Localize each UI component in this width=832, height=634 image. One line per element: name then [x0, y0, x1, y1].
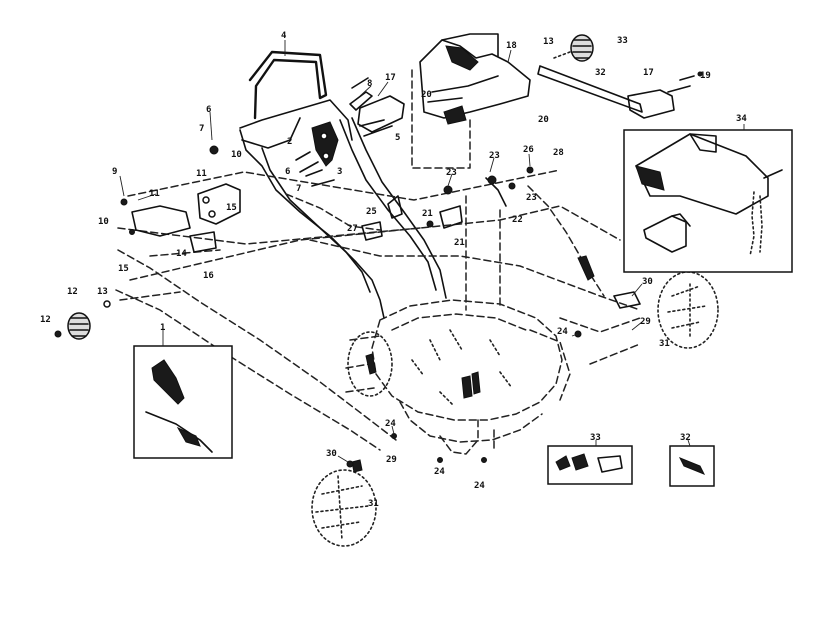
callout-23-b: 23: [446, 168, 457, 178]
callout-7-b: 7: [296, 184, 301, 194]
callout-12-b: 12: [40, 315, 51, 325]
callout-13-left: 13: [97, 287, 108, 297]
drive-gear-left: [54, 300, 111, 340]
height-adjuster-left: [120, 183, 241, 253]
callout-21-a: 21: [422, 209, 433, 219]
callout-1: 1: [160, 323, 165, 333]
callout-14: 14: [176, 249, 187, 259]
callout-23-c: 23: [526, 193, 537, 203]
callout-9: 9: [112, 167, 117, 177]
callout-21-b: 21: [454, 238, 465, 248]
callout-27: 27: [347, 224, 358, 234]
callout-12-a: 12: [67, 287, 78, 297]
rear-wheel-right: [657, 271, 719, 349]
callout-6-mid: 6: [285, 167, 290, 177]
callout-24-a: 24: [557, 327, 568, 337]
callout-31-left: 31: [368, 499, 379, 509]
bail-bracket: [357, 95, 405, 137]
callout-2: 2: [287, 137, 292, 147]
callout-29-right: 29: [640, 317, 651, 327]
callout-24-d: 24: [474, 481, 485, 491]
callout-22: 22: [512, 215, 523, 225]
callout-25: 25: [366, 207, 377, 217]
callout-28: 28: [553, 148, 564, 158]
callout-4: 4: [281, 31, 287, 41]
callout-10-b: 10: [98, 217, 109, 227]
callout-16: 16: [203, 271, 214, 281]
callout-11-a: 11: [196, 169, 207, 179]
callout-17-right: 17: [643, 68, 654, 78]
callout-8: 8: [367, 79, 372, 89]
callout-labels: 4 18 13 33 32 17 19 17 8 20 20 34 6 7 5 …: [40, 31, 747, 509]
callout-24-c: 24: [434, 467, 445, 477]
drive-gear-right: [553, 34, 594, 62]
callout-15-b: 15: [118, 264, 129, 274]
leader-lines: [119, 40, 745, 463]
callout-6-top: 6: [206, 105, 211, 115]
callout-11-b: 11: [149, 189, 160, 199]
callout-30-left: 30: [326, 449, 337, 459]
callout-20-a: 20: [421, 90, 432, 100]
callout-30-right: 30: [642, 277, 653, 287]
frame-rails: [115, 169, 641, 455]
rear-axle: [537, 65, 703, 119]
callout-32-top: 32: [595, 68, 606, 78]
callout-13-top: 13: [543, 37, 554, 47]
inset-handle-brake: [133, 345, 233, 459]
callout-20-b: 20: [538, 115, 549, 125]
callout-29-left: 29: [386, 455, 397, 465]
catcher-cover: [411, 33, 531, 169]
callout-3: 3: [337, 167, 342, 177]
callout-5: 5: [395, 133, 400, 143]
mower-deck: [345, 299, 571, 443]
control-cable: [485, 177, 605, 297]
inset-parts-kit: [547, 445, 715, 487]
callout-33-kit: 33: [590, 433, 601, 443]
handle-upper: [239, 50, 447, 319]
callout-34: 34: [736, 114, 747, 124]
callout-23-a: 23: [489, 151, 500, 161]
callout-24-b: 24: [385, 419, 396, 429]
hardware: [209, 145, 641, 468]
callout-31-right: 31: [659, 339, 670, 349]
callout-33-top: 33: [617, 36, 628, 46]
callout-17-mid: 17: [385, 73, 396, 83]
control-lever: [295, 121, 339, 173]
callout-10-a: 10: [231, 150, 242, 160]
inset-rear-roller: [623, 129, 793, 273]
callout-7: 7: [199, 124, 204, 134]
callout-19: 19: [700, 71, 711, 81]
callout-15-a: 15: [226, 203, 237, 213]
callout-18: 18: [506, 41, 517, 51]
callout-32-kit: 32: [680, 433, 691, 443]
callout-26: 26: [523, 145, 534, 155]
front-wheel-left: [311, 459, 377, 547]
front-wheel-mid: [347, 331, 393, 397]
